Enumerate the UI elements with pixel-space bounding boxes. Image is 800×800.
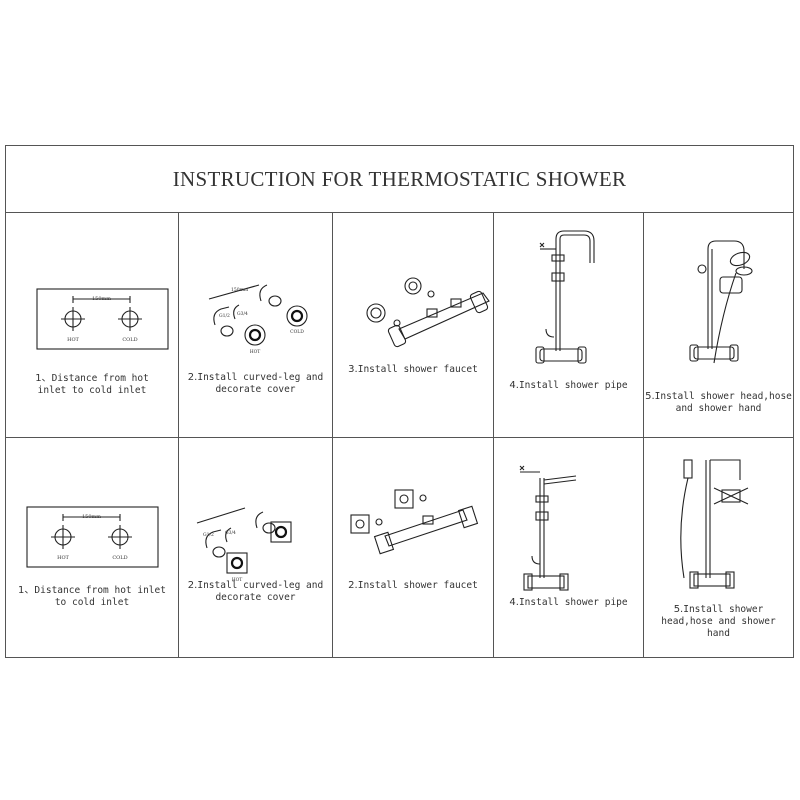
faucet-body-icon <box>539 348 583 362</box>
round-step5-cell: 5.Install shower head,hose and shower ha… <box>644 213 793 437</box>
hot-cover-icon <box>244 324 266 346</box>
shower-head-diagram <box>689 240 753 364</box>
square-step3-caption: 2.Install shower faucet <box>348 580 478 591</box>
square-step4-caption: 4.Install shower pipe <box>509 597 628 608</box>
title-bar: INSTRUCTION FOR THERMOSTATIC SHOWER <box>6 146 793 213</box>
shower-head-icon <box>735 266 753 276</box>
g34-label: G3/4 <box>237 311 248 317</box>
square-step5-cell: 5.Install shower head,hose and shower ha… <box>644 438 793 657</box>
round-step1-cell: 150mm HOT COLD 1、Distance from hot inlet… <box>6 213 179 437</box>
hot-label: HOT <box>250 349 261 355</box>
instruction-sheet: INSTRUCTION FOR THERMOSTATIC SHOWER 150m… <box>5 145 794 658</box>
round-step3-caption: 3.Install shower faucet <box>348 364 478 375</box>
square-step5-caption: 5.Install shower head,hose and shower ha… <box>661 604 776 639</box>
inlet-distance-diagram: 150mm HOT COLD <box>36 288 169 350</box>
square-step4-cell: 4.Install shower pipe <box>494 438 644 657</box>
dimension-label: 150mm <box>82 514 101 520</box>
page-title: INSTRUCTION FOR THERMOSTATIC SHOWER <box>172 166 627 191</box>
round-step2-cell: 150mm G1/2 G3/4 HOT COLD 2.Install curve… <box>179 213 333 437</box>
dimension-label: 150mm <box>231 287 249 293</box>
hose-icon <box>713 272 737 364</box>
dimension-label: 150mm <box>92 296 111 302</box>
round-step5-caption: 5.Install shower head,hose and shower ha… <box>645 391 792 414</box>
cold-label: COLD <box>290 329 304 335</box>
square-step3-cell: 2.Install shower faucet <box>333 438 494 657</box>
curved-leg-diagram: G1/2 G3/4 HOT <box>196 507 292 583</box>
round-step4-caption: 4.Install shower pipe <box>509 380 628 391</box>
hot-label: HOT <box>67 337 79 343</box>
cold-label: COLD <box>122 337 137 343</box>
thermostatic-valve-icon <box>384 509 468 547</box>
cold-label: COLD <box>112 555 127 561</box>
shower-head-diagram <box>680 459 749 589</box>
curved-leg-diagram: 150mm G1/2 G3/4 HOT COLD <box>208 284 308 355</box>
shower-pipe-diagram <box>519 465 577 591</box>
cold-cover-icon <box>270 521 292 543</box>
inlet-distance-diagram: 150mm HOT COLD <box>26 506 159 568</box>
round-step2-caption: 2.Install curved-leg and decorate cover <box>187 372 324 395</box>
cold-cover-icon <box>286 305 308 327</box>
round-step3-cell: 3.Install shower faucet <box>333 213 494 437</box>
square-step1-cell: 150mm HOT COLD 1、Distance from hot inlet… <box>6 438 179 657</box>
round-step1-caption: 1、Distance from hot inlet to cold inlet <box>35 373 149 396</box>
hot-label: HOT <box>57 555 69 561</box>
hand-shower-icon <box>683 459 693 479</box>
faucet-diagram <box>350 489 479 555</box>
g34-label: G3/4 <box>225 530 236 536</box>
shower-pipe-diagram <box>535 230 595 364</box>
square-step2-cell: G1/2 G3/4 HOT 2.Install curved-leg and d… <box>179 438 333 657</box>
shower-head-icon <box>721 489 741 503</box>
square-step2-caption: 2.Install curved-leg and decorate cover <box>187 580 324 603</box>
thermostatic-valve-icon <box>398 292 490 340</box>
cover-icon <box>350 514 370 534</box>
round-step4-cell: 4.Install shower pipe <box>494 213 644 437</box>
hose-icon <box>680 477 689 579</box>
cover-icon <box>366 303 386 323</box>
hot-label: HOT <box>232 577 243 583</box>
square-set-row: 150mm HOT COLD 1、Distance from hot inlet… <box>6 438 793 657</box>
faucet-diagram <box>366 277 490 348</box>
faucet-body-icon <box>527 575 565 589</box>
g12-label: G1/2 <box>219 313 230 319</box>
round-set-row: 150mm HOT COLD 1、Distance from hot inlet… <box>6 213 793 438</box>
hot-cover-icon <box>226 552 248 574</box>
square-step1-caption: 1、Distance from hot inlet to cold inlet <box>18 585 166 608</box>
g12-label: G1/2 <box>203 532 214 538</box>
